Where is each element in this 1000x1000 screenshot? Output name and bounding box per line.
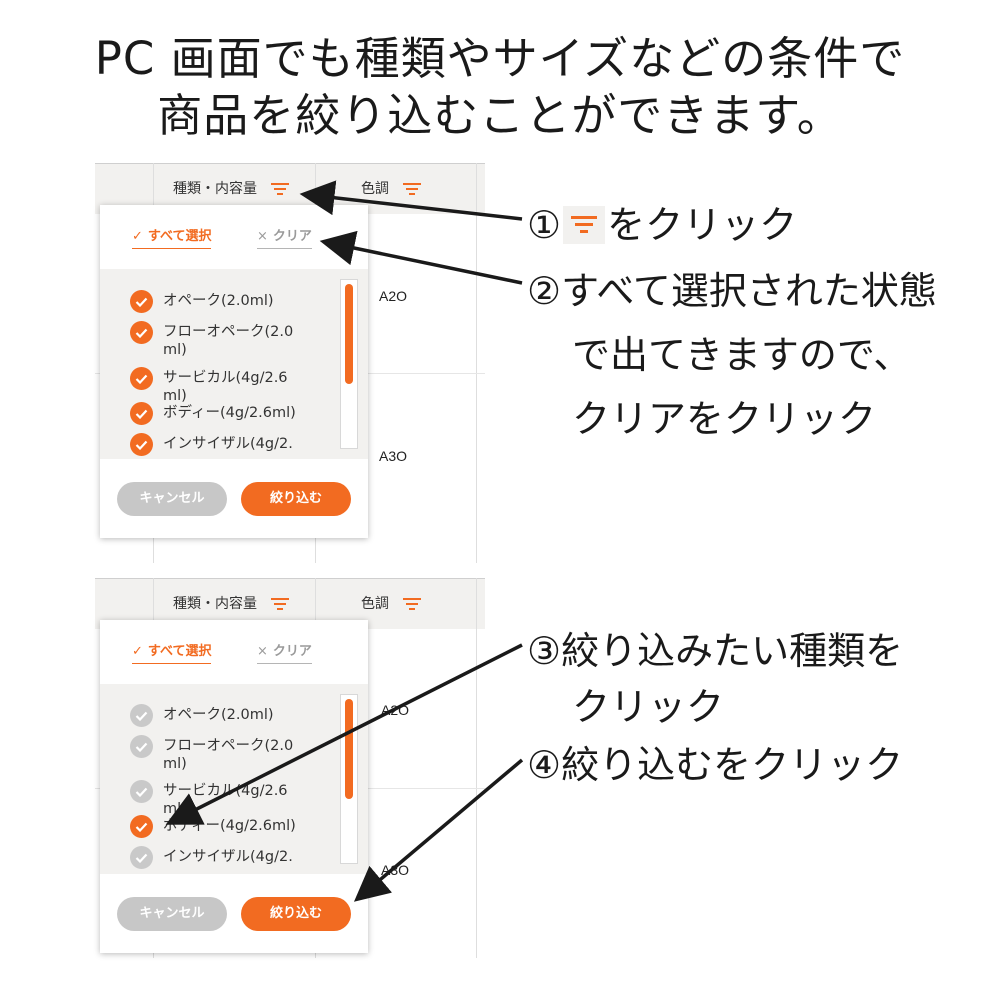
step-1-instruction: ① をクリック: [527, 202, 797, 248]
check-icon: [130, 780, 153, 803]
cancel-button[interactable]: キャンセル: [117, 482, 227, 516]
step-3-line-1: ③絞り込みたい種類を: [527, 629, 904, 673]
option-label: インサイザル(4g/2.: [163, 436, 293, 452]
screenshot-after: 種類・内容量 色調 A2O A3O ✓ すべて選択 × クリア オペーク(2.0ml…: [95, 578, 485, 978]
column-header-kind-label: 種類・内容量: [173, 181, 257, 197]
check-icon: [130, 815, 153, 838]
column-header-kind: 種類・内容量: [173, 579, 290, 629]
step-4-instruction: ④絞り込むをクリック: [527, 743, 904, 787]
column-header-color: 色調: [361, 164, 422, 214]
filter-icon[interactable]: [271, 182, 290, 196]
headline-line-2: 商品を絞り込むことができます。: [157, 89, 843, 142]
filter-icon: [563, 206, 606, 244]
step-2-line-2: で出てきますので、: [572, 333, 912, 377]
clear-label: クリア: [272, 644, 312, 659]
clear-button[interactable]: × クリア: [257, 640, 312, 664]
close-icon: ×: [257, 229, 268, 244]
scrollbar[interactable]: [340, 279, 358, 449]
screenshot-before: 種類・内容量 色調 A2O A3O ✓ すべて選択 × クリア オペーク(2.0ml…: [95, 163, 485, 563]
headline: PC 画面でも種類やサイズなどの条件で 商品を絞り込むことができます。: [0, 30, 1000, 144]
option-item[interactable]: オペーク(2.0ml): [130, 290, 310, 313]
apply-filter-button[interactable]: 絞り込む: [241, 897, 351, 931]
select-all-label: すべて選択: [147, 229, 212, 244]
check-icon: [130, 321, 153, 344]
scrollbar-thumb[interactable]: [345, 284, 353, 384]
filter-icon[interactable]: [271, 597, 290, 611]
check-icon: [130, 735, 153, 758]
option-label: オペーク(2.0ml): [163, 293, 274, 309]
option-label: ボディー(4g/2.6ml): [163, 405, 296, 421]
headline-line-1: PC 画面でも種類やサイズなどの条件で: [94, 32, 906, 85]
table-cell-shade: A3O: [379, 448, 408, 464]
option-label: インサイザル(4g/2.: [163, 849, 293, 865]
table-cell-shade: A2O: [381, 702, 410, 718]
filter-icon[interactable]: [403, 182, 422, 196]
clear-button[interactable]: × クリア: [257, 225, 312, 249]
column-divider: [476, 163, 477, 563]
step-1-text: をクリック: [607, 203, 798, 247]
step-3-line-2: クリック: [572, 685, 725, 729]
option-item[interactable]: インサイザル(4g/2.: [130, 846, 310, 869]
scrollbar-thumb[interactable]: [345, 699, 353, 799]
check-icon: [130, 846, 153, 869]
column-header-kind-label: 種類・内容量: [173, 596, 257, 612]
option-label: オペーク(2.0ml): [163, 707, 274, 723]
option-item[interactable]: ボディー(4g/2.6ml): [130, 402, 310, 425]
apply-filter-button[interactable]: 絞り込む: [241, 482, 351, 516]
cancel-button[interactable]: キャンセル: [117, 897, 227, 931]
option-item[interactable]: オペーク(2.0ml): [130, 704, 310, 727]
step-2-instruction: ②すべて選択された状態 で出てきますので、 クリアをクリック: [527, 268, 937, 442]
table-cell-shade: A2O: [379, 288, 408, 304]
check-icon: [130, 433, 153, 456]
select-all-button[interactable]: ✓ すべて選択: [132, 225, 212, 249]
step-2-line-1: ②すべて選択された状態: [527, 269, 937, 313]
option-item[interactable]: ボディー(4g/2.6ml): [130, 815, 310, 838]
column-header-color-label: 色調: [361, 181, 389, 197]
check-icon: ✓: [132, 644, 143, 659]
check-icon: [130, 290, 153, 313]
filter-icon[interactable]: [403, 597, 422, 611]
clear-label: クリア: [272, 229, 312, 244]
close-icon: ×: [257, 644, 268, 659]
table-cell-shade: A3O: [381, 862, 410, 878]
check-icon: [130, 704, 153, 727]
table-header: 種類・内容量 色調: [95, 578, 485, 629]
step-1-number: ①: [527, 203, 562, 247]
check-icon: ✓: [132, 229, 143, 244]
option-item[interactable]: インサイザル(4g/2.: [130, 433, 310, 456]
check-icon: [130, 402, 153, 425]
step-3-instruction: ③絞り込みたい種類を クリック: [527, 628, 903, 730]
check-icon: [130, 367, 153, 390]
select-all-button[interactable]: ✓ すべて選択: [132, 640, 212, 664]
column-divider: [476, 578, 477, 958]
column-header-color-label: 色調: [361, 596, 389, 612]
option-label: ボディー(4g/2.6ml): [163, 818, 296, 834]
select-all-label: すべて選択: [147, 644, 212, 659]
scrollbar[interactable]: [340, 694, 358, 864]
step-2-line-3: クリアをクリック: [572, 397, 877, 441]
column-header-color: 色調: [361, 579, 422, 629]
column-header-kind: 種類・内容量: [173, 164, 290, 214]
